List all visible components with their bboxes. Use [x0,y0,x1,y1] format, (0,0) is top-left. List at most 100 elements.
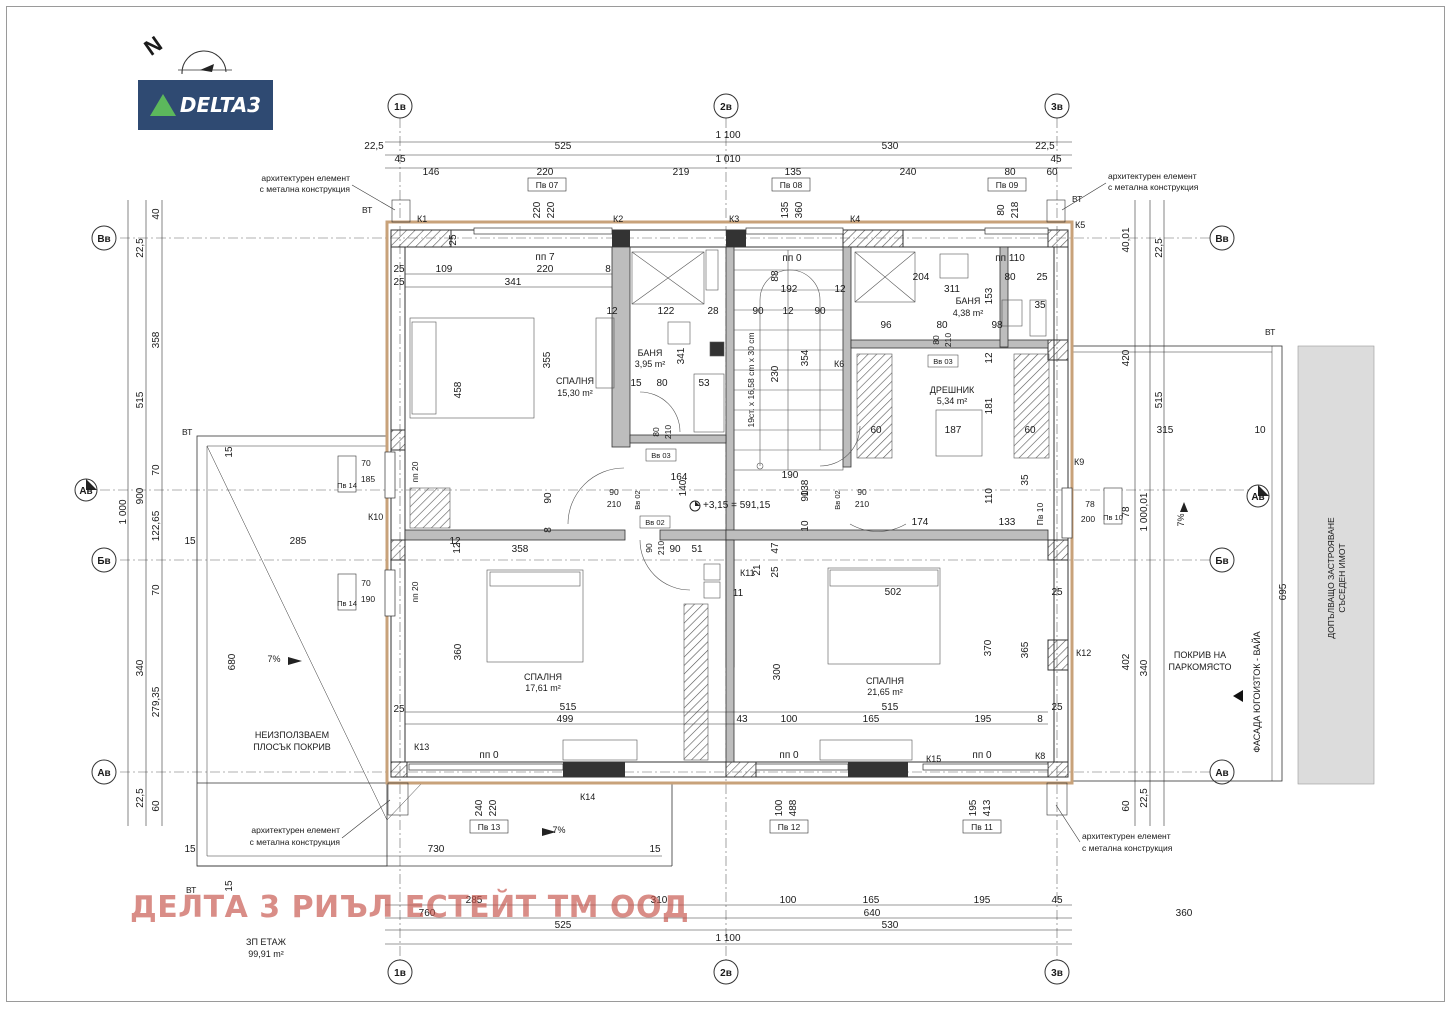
svg-text:311: 311 [944,284,960,295]
svg-text:12: 12 [834,284,846,295]
svg-text:285: 285 [290,536,307,547]
north-arrow-icon: N [139,31,232,75]
svg-text:80: 80 [656,378,668,389]
svg-text:360: 360 [794,201,805,218]
door-tags: Вв 03 Вв 03 Вв 02 Вв 02 Вв 02 [633,354,959,529]
column-label: К6 [834,359,844,369]
svg-text:15: 15 [649,844,661,855]
svg-text:110: 110 [984,488,995,504]
svg-text:300: 300 [772,663,783,680]
svg-text:135: 135 [785,167,802,178]
svg-text:пп 7: пп 7 [535,252,555,263]
svg-text:40: 40 [151,208,162,220]
svg-text:архитектурен елемент: архитектурен елемент [251,825,340,835]
column-label: К10 [368,512,383,522]
svg-text:архитектурен елемент: архитектурен елемент [1082,831,1171,841]
axis-label: Вв [97,234,110,245]
svg-text:21: 21 [752,564,763,576]
svg-text:53: 53 [698,378,710,389]
svg-text:ПЛОСЪК ПОКРИВ: ПЛОСЪК ПОКРИВ [253,742,331,752]
svg-text:135: 135 [780,201,791,218]
svg-text:502: 502 [885,587,902,598]
svg-text:279,35: 279,35 [151,686,162,717]
svg-text:70: 70 [151,584,162,596]
axis-label: Ав [97,768,110,779]
svg-text:ПАРКОМЯСТО: ПАРКОМЯСТО [1169,662,1232,672]
svg-text:10: 10 [1254,425,1266,436]
svg-text:Вв 02: Вв 02 [833,490,842,509]
svg-text:340: 340 [1139,659,1150,676]
svg-text:45: 45 [1050,154,1062,165]
dimension-lines-top [385,141,1072,945]
room-name: БАНЯ [956,296,981,306]
svg-text:Пв 07: Пв 07 [536,180,559,190]
svg-text:78: 78 [1085,499,1095,509]
svg-text:370: 370 [983,639,994,656]
svg-text:122: 122 [658,306,675,317]
svg-text:25: 25 [1036,272,1048,283]
svg-text:204: 204 [913,272,930,283]
svg-text:165: 165 [863,714,880,725]
svg-text:354: 354 [800,349,811,366]
svg-text:с метална конструкция: с метална конструкция [260,184,351,194]
logo-triangle-icon [149,94,176,116]
svg-text:22,5: 22,5 [135,238,146,258]
svg-text:35: 35 [1020,474,1031,486]
svg-text:25: 25 [393,277,405,288]
svg-text:310: 310 [651,895,668,906]
svg-text:240: 240 [474,799,485,816]
svg-text:15: 15 [224,446,235,458]
svg-text:530: 530 [882,141,899,152]
svg-text:80: 80 [996,204,1007,216]
svg-text:730: 730 [428,844,445,855]
svg-text:Пв 12: Пв 12 [778,822,801,832]
svg-text:Вв 02: Вв 02 [633,490,642,509]
svg-text:Вв 02: Вв 02 [645,518,664,527]
svg-text:195: 195 [975,714,992,725]
window-tags: Пв 07 Пв 08 Пв 09 Пв 13 Пв 12 Пв 11 Пв 1… [337,177,1123,834]
svg-text:210: 210 [607,499,621,509]
room-area: 15,30 m² [557,388,593,398]
svg-text:Пв 14: Пв 14 [337,599,357,608]
svg-text:402: 402 [1121,653,1132,670]
svg-text:96: 96 [880,320,892,331]
svg-text:680: 680 [227,653,238,670]
dimension-texts-top: 1 100 22,5 525 530 22,5 1 010 45 45 146 … [364,130,1193,944]
svg-text:7%: 7% [267,654,280,664]
svg-text:220: 220 [532,201,543,218]
svg-text:45: 45 [1051,895,1063,906]
svg-text:195: 195 [968,799,979,816]
svg-text:499: 499 [557,714,574,725]
svg-text:47: 47 [770,542,781,554]
svg-text:165: 165 [863,895,880,906]
interior-walls [404,246,1049,763]
svg-text:365: 365 [1020,641,1031,658]
svg-text:285: 285 [466,895,483,906]
room-labels: СПАЛНЯ 15,30 m² БАНЯ 3,95 m² БАНЯ 4,38 m… [524,296,983,697]
svg-text:181: 181 [984,397,995,414]
svg-text:8: 8 [543,527,554,533]
svg-text:ДОПЪЛВАЩО ЗАСТРОЯВАНЕ: ДОПЪЛВАЩО ЗАСТРОЯВАНЕ [1326,517,1336,639]
svg-text:8: 8 [605,264,611,275]
svg-text:99,91 m²: 99,91 m² [248,949,284,959]
svg-text:70: 70 [361,458,371,468]
windows [384,227,1073,771]
svg-text:архитектурен елемент: архитектурен елемент [1108,171,1197,181]
svg-text:360: 360 [1176,908,1193,919]
svg-text:90: 90 [814,306,826,317]
svg-text:СЪСЕДЕН ИМОТ: СЪСЕДЕН ИМОТ [1337,543,1347,612]
svg-text:341: 341 [505,277,522,288]
svg-text:22,5: 22,5 [1154,238,1165,258]
svg-text:515: 515 [882,702,899,713]
leader-lines [341,182,1107,843]
column-label: К5 [1075,220,1085,230]
svg-text:190: 190 [361,594,375,604]
svg-text:80: 80 [1004,167,1016,178]
svg-text:187: 187 [945,425,962,436]
svg-text:70: 70 [361,578,371,588]
svg-text:пп 0: пп 0 [782,253,802,264]
svg-text:архитектурен елемент: архитектурен елемент [261,173,350,183]
svg-text:60: 60 [870,425,882,436]
svg-text:98: 98 [991,320,1003,331]
svg-text:90: 90 [543,492,554,504]
